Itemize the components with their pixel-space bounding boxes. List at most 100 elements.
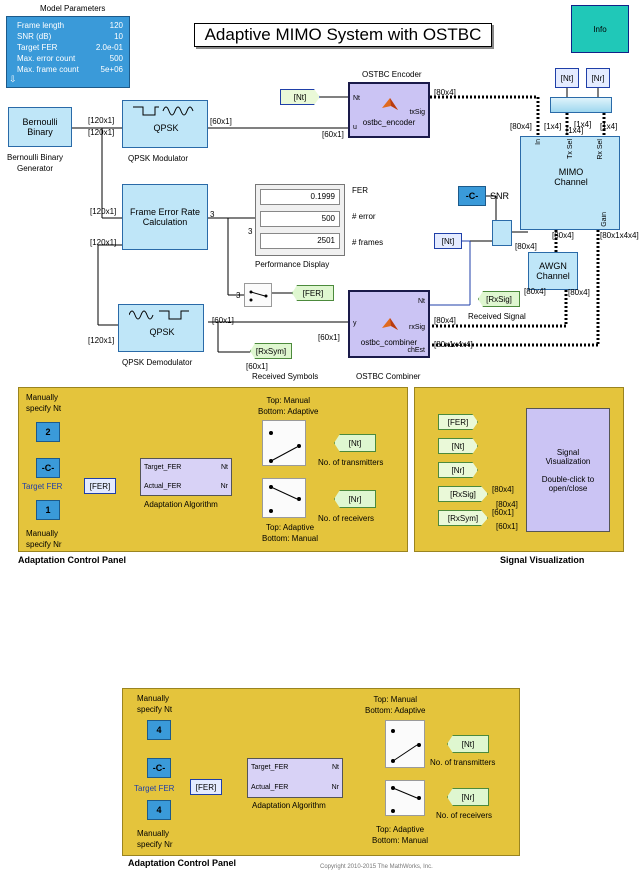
fer-selector-switch[interactable]: [244, 283, 272, 307]
performance-display-caption: Performance Display: [255, 260, 330, 269]
received-symbols-caption: Received Symbols: [252, 372, 319, 381]
bernoulli-binary-block[interactable]: Bernoulli Binary: [8, 107, 72, 147]
from-nt-selector[interactable]: [Nt]: [555, 68, 579, 88]
target-fer-label: Target FER: [22, 482, 63, 491]
mimo-port-rxsel: Rx Sel: [597, 139, 604, 160]
switch2-caption: Top: Adaptive Bottom: Manual: [262, 523, 319, 543]
dim-label: [60x1]: [210, 117, 232, 126]
manual-nt-label: Manually specify Nt: [26, 393, 62, 413]
from-nr-selector[interactable]: [Nr]: [586, 68, 610, 88]
dim-label: [80x4]: [524, 287, 546, 296]
dim-label: [80x4]: [434, 316, 456, 325]
signal-vis-input[interactable]: [FER]: [438, 414, 478, 430]
signal-vis-input[interactable]: [Nr]: [438, 462, 478, 478]
nr-manual-switch[interactable]: [262, 478, 306, 518]
dim-label: [120x1]: [88, 128, 115, 137]
performance-value: 500: [260, 211, 340, 227]
model-param-label: SNR (dB): [17, 32, 52, 41]
performance-value: 2501: [260, 233, 340, 249]
performance-display[interactable]: 0.1999 500 2501: [255, 184, 345, 256]
signal-vis-input[interactable]: [Nt]: [438, 438, 478, 454]
info-button[interactable]: Info: [571, 5, 629, 53]
awgn-channel-block[interactable]: AWGN Channel: [528, 252, 578, 290]
switch1-caption: Top: Manual Bottom: Adaptive: [258, 396, 319, 416]
model-param-row: Max. error count 500: [17, 53, 123, 64]
dim-label: [80x4]: [434, 88, 456, 97]
selector-block[interactable]: [550, 97, 612, 113]
from-nt-encoder[interactable]: [Nt]: [280, 89, 320, 105]
from-nt-snr[interactable]: [Nt]: [434, 233, 462, 249]
goto-nr[interactable]: [Nr]: [334, 490, 376, 508]
manual-nr-constant[interactable]: 1: [36, 500, 60, 520]
goto-rxsym[interactable]: [RxSym]: [250, 343, 292, 359]
dim-label: [120x1]: [88, 336, 115, 345]
dim-label: [80x1x4x4]: [600, 231, 639, 240]
manual-nr-label: Manually specify Nr: [137, 829, 173, 849]
model-param-value: 2.0e-01: [95, 43, 123, 52]
nr-manual-switch[interactable]: [385, 780, 425, 816]
ostbc-combiner-block[interactable]: Nt y rxSig chEst ostbc_combiner: [348, 290, 430, 358]
switch-icon: [391, 729, 421, 763]
sine-wave-icon: [129, 310, 189, 320]
adaptation-algorithm-block[interactable]: Target_FER Actual_FER Nt Nr: [247, 758, 343, 798]
dim-label: [80x1x4x4]: [434, 340, 473, 349]
alg-port-actual-fer: Actual_FER: [251, 784, 289, 791]
alg-port-target-fer: Target_FER: [144, 464, 182, 471]
goto-nt[interactable]: [Nt]: [447, 735, 489, 753]
signal-vis-input[interactable]: [RxSig]: [438, 486, 488, 502]
manual-nt-constant[interactable]: 2: [36, 422, 60, 442]
mimo-channel-block[interactable]: MIMO Channel In Tx Sel Rx Sel Gain: [520, 136, 620, 230]
received-signal-caption: Received Signal: [468, 312, 526, 321]
qpsk-modulator-block[interactable]: QPSK: [122, 100, 208, 148]
adaptation-algorithm-caption: Adaptation Algorithm: [144, 500, 218, 509]
encoder-port-nt: Nt: [353, 95, 360, 102]
from-fer-control[interactable]: [FER]: [190, 779, 222, 795]
dim-label: [120x1]: [90, 207, 117, 216]
mimo-port-in: In: [535, 139, 542, 145]
ostbc-encoder-block[interactable]: Nt u txSig ostbc_encoder: [348, 82, 430, 138]
frame-error-rate-block[interactable]: Frame Error Rate Calculation: [122, 184, 208, 250]
qpsk-mod-caption: QPSK Modulator: [128, 154, 189, 163]
alg-port-nr: Nr: [331, 784, 339, 791]
goto-nr[interactable]: [Nr]: [447, 788, 489, 806]
signal-visualization-block[interactable]: Signal Visualization Double-click to ope…: [526, 408, 610, 532]
rx-caption: No. of receivers: [436, 811, 493, 820]
nt-manual-switch[interactable]: [385, 720, 425, 768]
qpsk-demodulator-block[interactable]: QPSK: [118, 304, 204, 352]
goto-fer[interactable]: [FER]: [292, 285, 334, 301]
encoder-name: ostbc_encoder: [362, 118, 416, 127]
manual-nt-constant[interactable]: 4: [147, 720, 171, 740]
dim-label: [80x4]: [492, 485, 514, 494]
alg-port-nr: Nr: [220, 483, 228, 490]
performance-label: # frames: [352, 238, 384, 247]
model-param-label: Max. error count: [17, 54, 76, 63]
model-param-value: 500: [109, 54, 123, 63]
snr-scaling-block[interactable]: [492, 220, 512, 246]
model-param-label: Max. frame count: [17, 65, 79, 74]
target-fer-constant[interactable]: -C-: [36, 458, 60, 478]
manual-nr-constant[interactable]: 4: [147, 800, 171, 820]
performance-value: 0.1999: [260, 189, 340, 205]
combiner-port-rxsig: rxSig: [409, 324, 425, 331]
qpsk-demod-label: QPSK: [149, 327, 175, 337]
target-fer-constant[interactable]: -C-: [147, 758, 171, 778]
dim-label: [1x4]: [566, 126, 584, 135]
adaptation-algorithm-caption: Adaptation Algorithm: [252, 801, 326, 810]
dim-label: 3: [248, 227, 253, 236]
adaptation-algorithm-block[interactable]: Target_FER Actual_FER Nt Nr: [140, 458, 232, 496]
encoder-title: OSTBC Encoder: [362, 70, 422, 79]
mimo-label: MIMO Channel: [554, 167, 588, 187]
goto-nt[interactable]: [Nt]: [334, 434, 376, 452]
goto-rxsig[interactable]: [RxSig]: [478, 291, 520, 307]
signal-vis-input[interactable]: [RxSym]: [438, 510, 488, 526]
from-fer-control[interactable]: [FER]: [84, 478, 116, 494]
model-param-row: SNR (dB)10: [17, 31, 123, 42]
expand-arrow-icon[interactable]: ⇩: [9, 74, 17, 84]
switch-icon: [391, 786, 421, 813]
combiner-port-y: y: [353, 320, 357, 327]
dim-label: [120x1]: [88, 116, 115, 125]
snr-constant[interactable]: -C-: [458, 186, 486, 206]
nt-manual-switch[interactable]: [262, 420, 306, 466]
